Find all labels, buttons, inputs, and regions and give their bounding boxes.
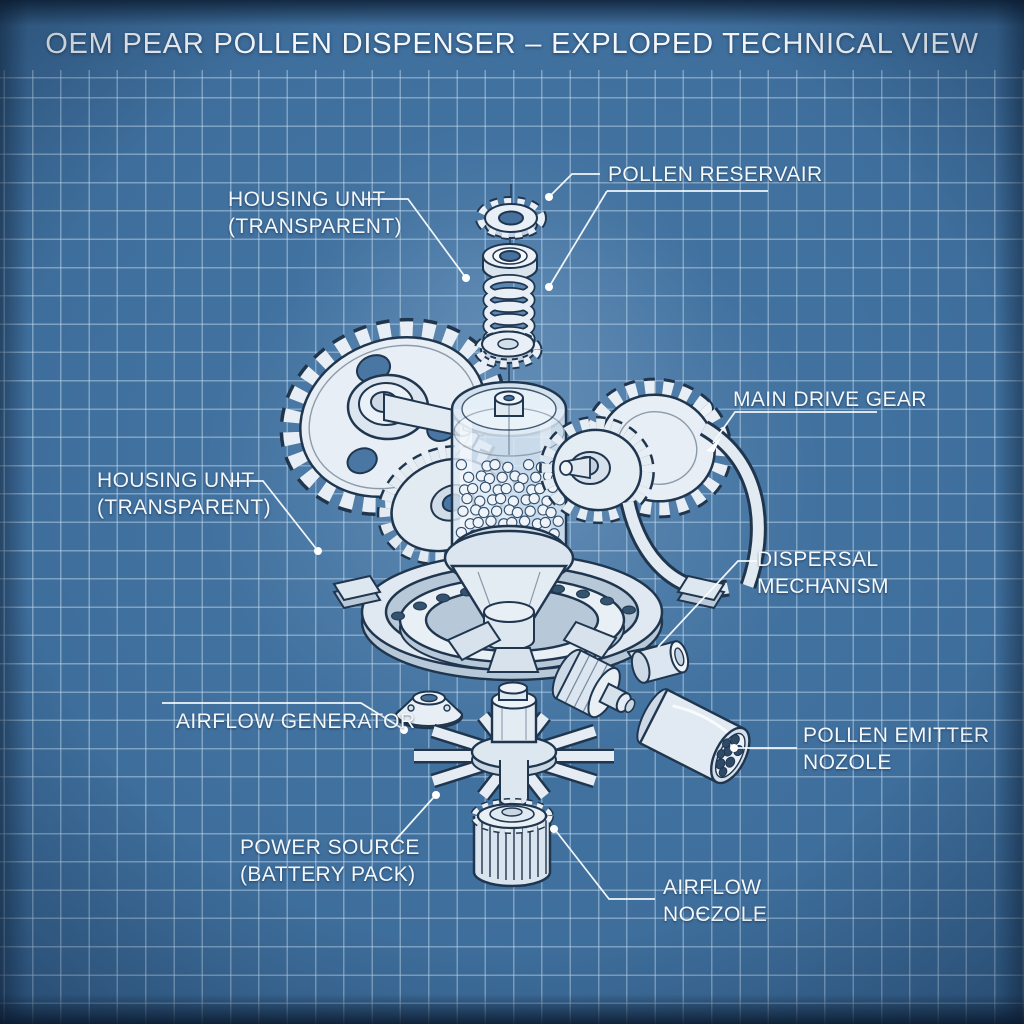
battery-pack (470, 798, 554, 888)
reservoir-cap-gear (475, 196, 547, 240)
label-airflow-nozzle: AIRFLOW NOЄZOLE (663, 876, 768, 926)
diagram-title: OEM PEAR POLLEN DISPENSER – EXPLOPED TEC… (45, 28, 979, 60)
label-housing-unit-left: HOUSING UNIT (TRANSPARENT) (97, 469, 271, 519)
pollen-emitter-nozzle (636, 688, 751, 785)
spring-collar-gear (473, 330, 543, 370)
label-main-drive-gear: MAIN DRIVE GEAR (733, 388, 927, 411)
label-airflow-generator: AIRFLOW GENERATOR (176, 710, 416, 733)
label-power-source: POWER SOURCE (BATTERY PACK) (240, 836, 420, 886)
label-housing-unit-top: HOUSING UNIT (TRANSPARENT) (228, 188, 402, 238)
label-pollen-emitter-nozzle: POLLEN EMITTER NOZOLE (803, 724, 990, 774)
label-pollen-reservoir: POLLEN RESERVAIR (608, 163, 823, 186)
label-dispersal-mechanism: DISPERSAL MECHANISM (757, 548, 889, 598)
